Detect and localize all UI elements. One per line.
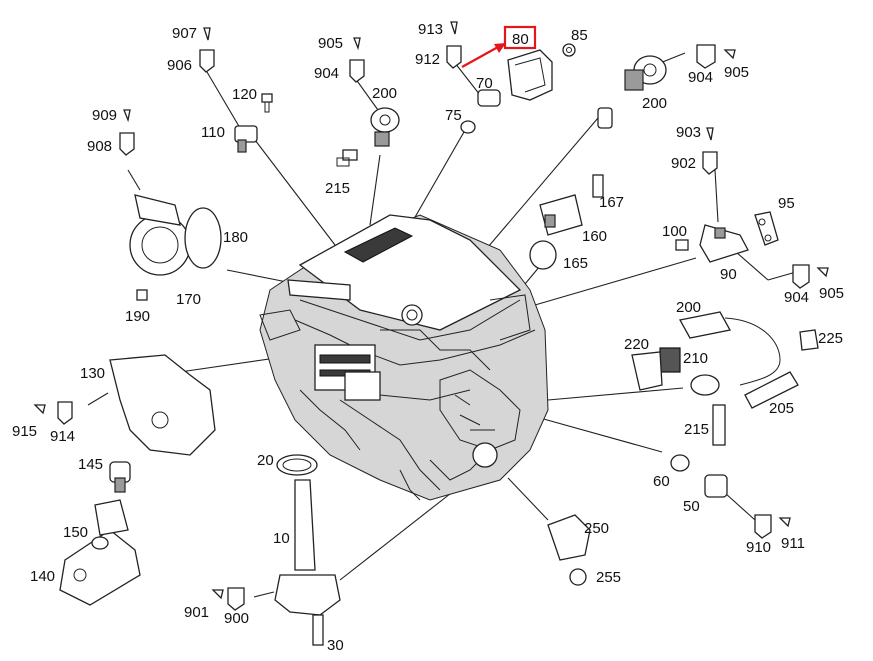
label-904-right: 904 [688, 69, 713, 86]
label-215-low: 215 [684, 421, 709, 438]
label-95: 95 [778, 195, 795, 212]
part-120-bolt [261, 93, 273, 113]
part-30-bolt [312, 614, 324, 646]
part-85-nut [562, 43, 576, 57]
highlight-arrow [461, 25, 537, 68]
label-904-mid: 904 [784, 289, 809, 306]
leader-lines [87, 52, 797, 598]
label-903: 903 [676, 124, 701, 141]
part-200-knock-sensor-top [370, 107, 400, 147]
label-85: 85 [571, 27, 588, 44]
label-100: 100 [662, 223, 687, 240]
part-215-bolt-right [597, 107, 613, 129]
label-906: 906 [167, 57, 192, 74]
highlight-box [503, 25, 537, 50]
part-250-module [547, 514, 591, 561]
part-220-bracket [631, 351, 663, 391]
part-170-cover [129, 194, 191, 276]
label-913: 913 [418, 21, 443, 38]
label-160: 160 [582, 228, 607, 245]
label-911: 911 [781, 535, 805, 552]
part-150-washer [91, 536, 109, 550]
engine-assembly [259, 214, 549, 501]
part-190-bolt [136, 289, 148, 301]
label-250: 250 [584, 520, 609, 537]
label-905-top: 905 [318, 35, 343, 52]
label-180: 180 [223, 229, 248, 246]
part-200-sensor-top-right [624, 55, 667, 91]
label-140: 140 [30, 568, 55, 585]
label-902: 902 [671, 155, 696, 172]
label-210: 210 [683, 350, 708, 367]
part-10-oil-filler [274, 479, 341, 616]
label-908: 908 [87, 138, 112, 155]
label-30: 30 [327, 637, 344, 654]
label-167: 167 [599, 194, 624, 211]
label-205: 205 [769, 400, 794, 417]
label-130: 130 [80, 365, 105, 382]
label-912: 912 [415, 51, 440, 68]
label-200-mid: 200 [676, 299, 701, 316]
label-220: 220 [624, 336, 649, 353]
part-50-sensor [704, 474, 728, 498]
part-130-module [109, 354, 216, 456]
part-110-sensor [234, 125, 258, 153]
label-110: 110 [201, 124, 225, 141]
part-225-clip [799, 329, 819, 351]
part-labels: 907 906 120 110 909 908 905 904 200 215 … [12, 21, 844, 654]
label-909: 909 [92, 107, 117, 124]
label-905-mid: 905 [819, 285, 844, 302]
label-20: 20 [257, 452, 274, 469]
part-255-bolt [569, 568, 587, 586]
label-90: 90 [720, 266, 737, 283]
part-70-sensor [477, 89, 501, 107]
label-145: 145 [78, 456, 103, 473]
label-914: 914 [50, 428, 75, 445]
part-180-gasket [184, 207, 222, 269]
part-95-gasket [754, 211, 779, 246]
label-70: 70 [476, 75, 493, 92]
label-907: 907 [172, 25, 197, 42]
label-904-top: 904 [314, 65, 339, 82]
label-200-top: 200 [372, 85, 397, 102]
part-145-sensor [109, 461, 131, 493]
label-75: 75 [445, 107, 462, 124]
label-120: 120 [232, 86, 257, 103]
label-190: 190 [125, 308, 150, 325]
part-160-bracket [539, 194, 583, 236]
part-80-cover [507, 49, 553, 101]
label-150: 150 [63, 524, 88, 541]
part-200-knock-sensor-mid [678, 311, 781, 396]
label-200-right: 200 [642, 95, 667, 112]
label-910: 910 [746, 539, 771, 556]
part-210-connector [659, 347, 681, 373]
label-10: 10 [273, 530, 290, 547]
part-167-bolt [592, 174, 604, 198]
part-165-oring [529, 240, 557, 270]
part-140-bracket [59, 499, 141, 606]
part-60-oring [670, 454, 690, 472]
label-165: 165 [563, 255, 588, 272]
label-901: 901 [184, 604, 209, 621]
label-255: 255 [596, 569, 621, 586]
part-215-bolt-low [712, 404, 726, 446]
part-100-bolt [675, 239, 689, 251]
connector-symbols [33, 21, 829, 611]
part-205-hose [744, 371, 799, 409]
part-75-oring [460, 120, 476, 134]
label-215-top: 215 [325, 180, 350, 197]
label-170: 170 [176, 291, 201, 308]
part-215-bolt-top [336, 149, 358, 167]
label-915: 915 [12, 423, 37, 440]
label-900: 900 [224, 610, 249, 627]
label-905-right: 905 [724, 64, 749, 81]
part-90-sensor [699, 224, 749, 263]
label-50: 50 [683, 498, 700, 515]
label-80: 80 [512, 31, 529, 48]
part-20-gasket [276, 454, 318, 476]
label-225: 225 [818, 330, 843, 347]
label-60: 60 [653, 473, 670, 490]
